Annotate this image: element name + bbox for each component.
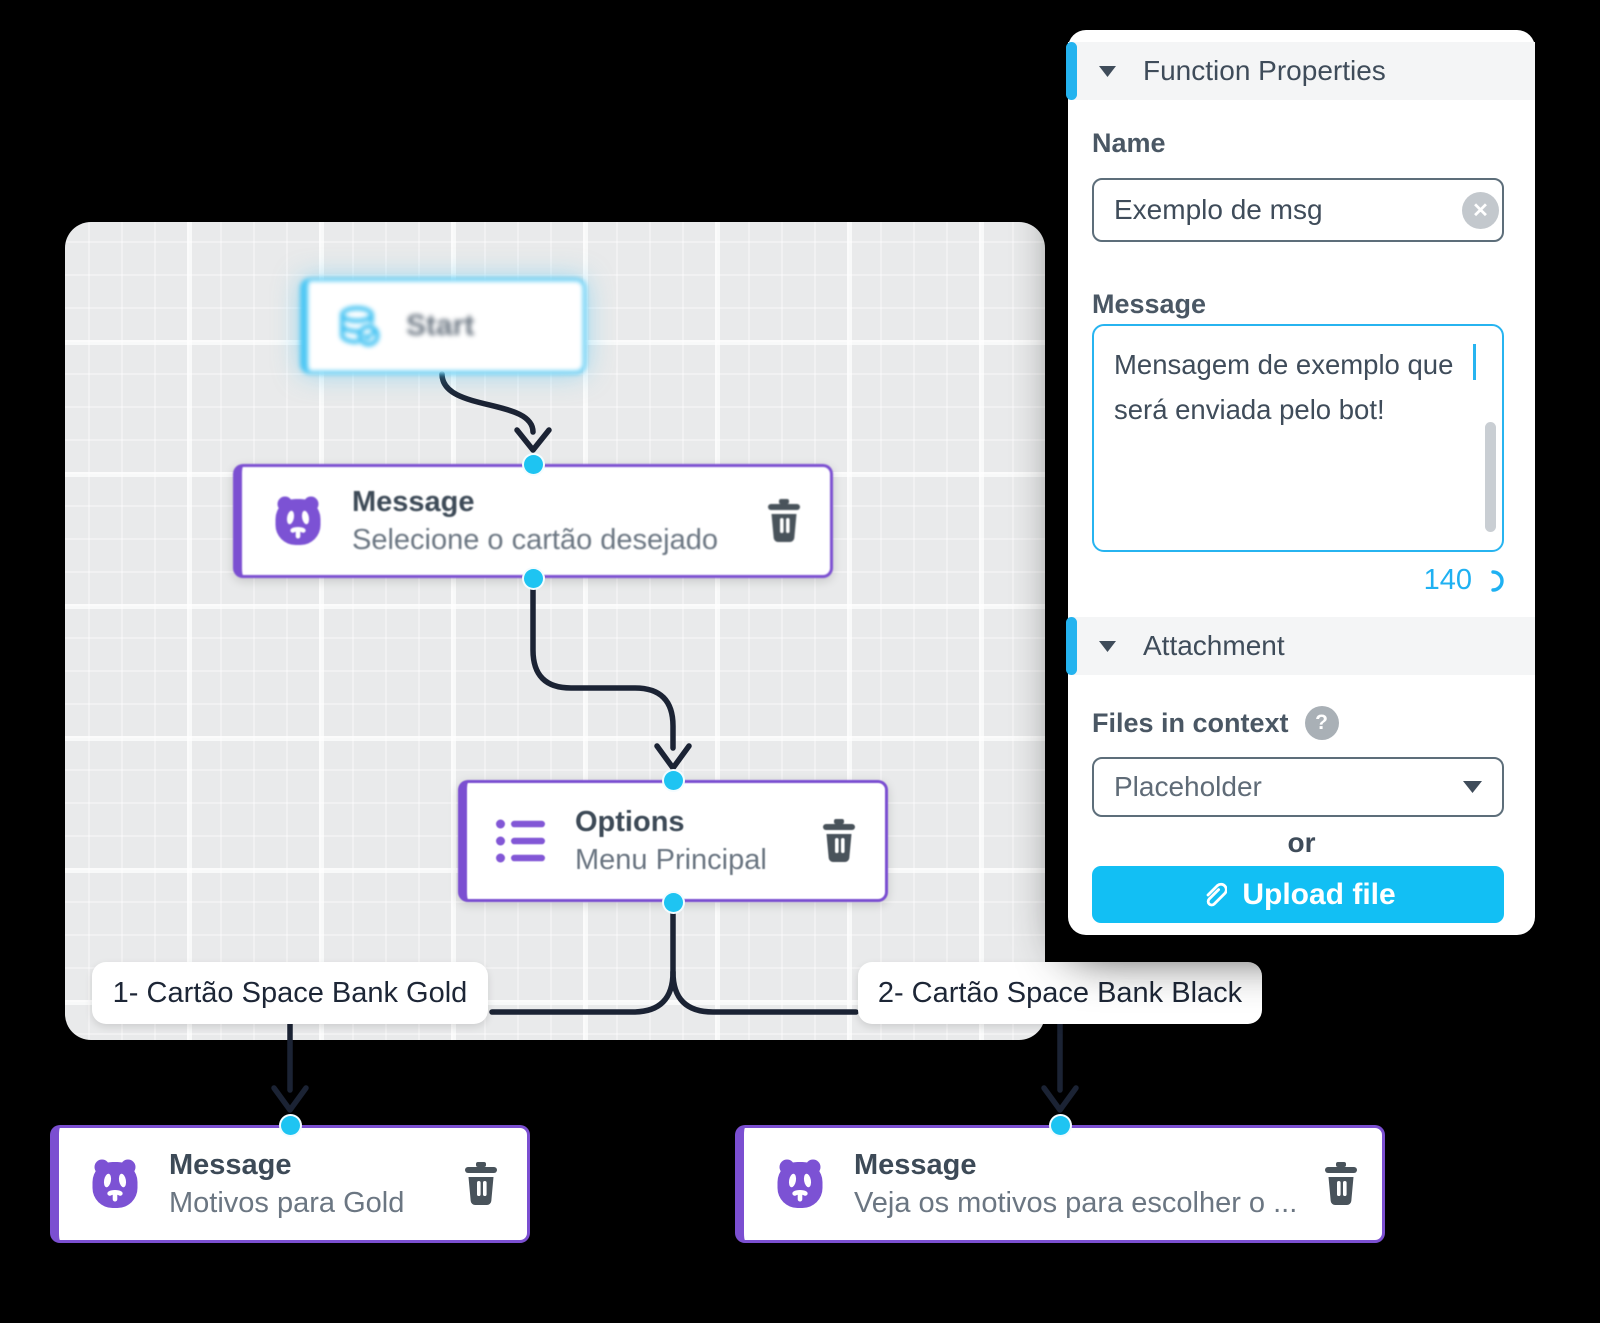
clear-glyph: ✕ xyxy=(1472,200,1489,222)
name-field-label: Name xyxy=(1092,128,1166,158)
node-subtitle: Menu Principal xyxy=(575,843,767,876)
help-icon[interactable]: ? xyxy=(1304,706,1339,740)
node-options-main-menu[interactable]: Options Menu Principal xyxy=(458,780,888,902)
section-title: Function Properties xyxy=(1143,55,1386,86)
connection-port[interactable] xyxy=(662,891,685,914)
node-title: Message xyxy=(169,1149,292,1182)
connection-port[interactable] xyxy=(522,453,545,476)
arrowhead-icon xyxy=(1041,1085,1079,1113)
clear-input-icon[interactable]: ✕ xyxy=(1462,192,1499,229)
char-counter-value: 140 xyxy=(1423,564,1472,596)
or-separator-label: or xyxy=(1287,827,1316,858)
branch-label-black[interactable]: 2- Cartão Space Bank Black xyxy=(858,962,1262,1024)
node-message-select-card[interactable]: Message Selecione o cartão desejado xyxy=(233,464,833,578)
hippo-icon xyxy=(772,1156,828,1212)
connection-port[interactable] xyxy=(1049,1114,1072,1137)
hippo-icon xyxy=(87,1156,143,1212)
select-value: Placeholder xyxy=(1114,771,1262,802)
section-accent-bar xyxy=(1066,617,1077,675)
section-header-function-properties[interactable]: Function Properties xyxy=(1066,42,1535,100)
node-title: Message xyxy=(352,486,475,519)
text-cursor xyxy=(1473,344,1476,380)
message-text: Mensagem de exemplo que será enviada pel… xyxy=(1114,349,1454,425)
trash-icon[interactable] xyxy=(463,1162,499,1206)
bullet-list-icon xyxy=(495,816,549,866)
files-in-context-label: Files in context xyxy=(1092,707,1289,738)
char-counter-arc-icon xyxy=(1481,569,1505,593)
connection-port[interactable] xyxy=(662,769,685,792)
char-counter: 140 xyxy=(1424,564,1505,597)
properties-panel: Function Properties Name ✕ Message Mensa… xyxy=(1066,30,1535,935)
connection-port[interactable] xyxy=(279,1114,302,1137)
connection-port[interactable] xyxy=(522,567,545,590)
branch-label-gold[interactable]: 1- Cartão Space Bank Gold xyxy=(92,962,488,1024)
node-subtitle: Motivos para Gold xyxy=(169,1186,405,1219)
section-title: Attachment xyxy=(1143,630,1285,661)
upload-file-button[interactable]: Upload file xyxy=(1092,866,1504,923)
node-title: Start xyxy=(406,309,475,343)
trash-icon[interactable] xyxy=(1323,1162,1359,1206)
chevron-down-icon[interactable] xyxy=(1099,640,1116,652)
arrowhead-icon xyxy=(271,1085,309,1113)
paperclip-icon xyxy=(1200,879,1228,910)
node-title: Message xyxy=(854,1149,977,1182)
branch-label-text: 1- Cartão Space Bank Gold xyxy=(112,976,468,1009)
node-title: Options xyxy=(575,806,685,839)
chevron-down-icon[interactable] xyxy=(1099,65,1116,77)
trash-icon[interactable] xyxy=(766,499,802,543)
upload-file-label: Upload file xyxy=(1242,877,1396,911)
hippo-icon xyxy=(270,493,326,549)
section-header-attachment[interactable]: Attachment xyxy=(1066,617,1535,675)
node-subtitle: Selecione o cartão desejado xyxy=(352,523,718,556)
name-input[interactable] xyxy=(1092,178,1504,242)
node-subtitle: Veja os motivos para escolher o ... xyxy=(854,1186,1298,1219)
section-accent-bar xyxy=(1066,42,1077,100)
node-start[interactable]: Start xyxy=(300,278,586,374)
chevron-down-icon xyxy=(1463,781,1482,793)
help-glyph: ? xyxy=(1315,711,1328,734)
message-field-label: Message xyxy=(1092,289,1207,319)
node-message-black[interactable]: Message Veja os motivos para escolher o … xyxy=(735,1125,1385,1243)
files-in-context-select[interactable]: Placeholder xyxy=(1092,757,1504,817)
node-message-gold[interactable]: Message Motivos para Gold xyxy=(50,1125,530,1243)
branch-label-text: 2- Cartão Space Bank Black xyxy=(877,976,1243,1009)
trash-icon[interactable] xyxy=(821,819,857,863)
database-check-icon xyxy=(336,305,380,347)
textarea-scrollbar[interactable] xyxy=(1485,422,1496,532)
message-textarea[interactable]: Mensagem de exemplo que será enviada pel… xyxy=(1092,324,1504,552)
